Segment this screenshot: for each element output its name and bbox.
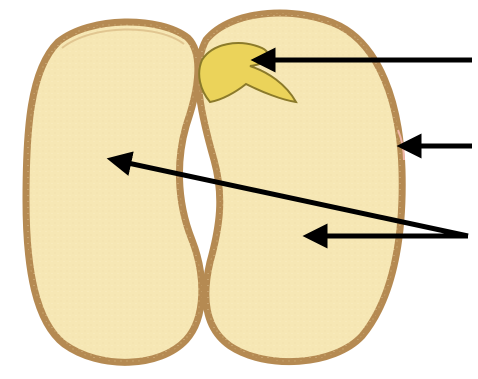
left-cotyledon — [26, 22, 202, 362]
